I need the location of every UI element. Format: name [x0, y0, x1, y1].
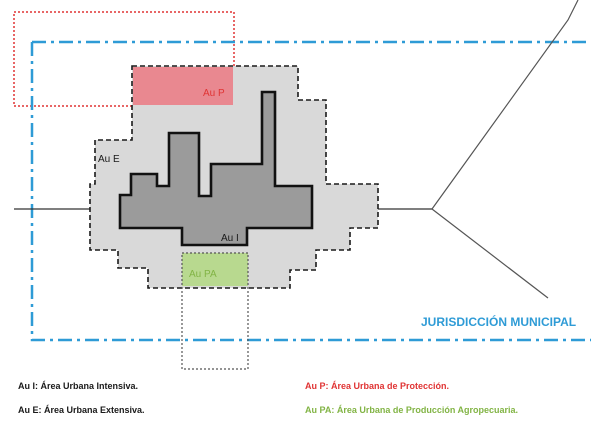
au-p-label: Au P	[203, 88, 225, 99]
road-fork-lower	[431, 208, 549, 299]
jurisdiction-boundary	[30, 40, 591, 342]
agro-production-zone-fill	[182, 253, 248, 286]
protection-zone-fill	[133, 67, 233, 105]
au-i-label: Au I	[221, 233, 239, 244]
legend-au-pa: Au PA: Área Urbana de Producción Agropec…	[305, 405, 519, 415]
intensive-urban-area	[118, 90, 314, 247]
legend-au-e: Au E: Área Urbana Extensiva.	[18, 405, 145, 415]
legend-au-i: Au I: Área Urbana Intensiva.	[18, 381, 139, 391]
jurisdiction-label: JURISDICCIÓN MUNICIPAL	[421, 314, 576, 329]
au-e-label: Au E	[98, 154, 120, 165]
agro-production-zone-outline	[181, 252, 249, 370]
au-pa-label: Au PA	[189, 269, 217, 280]
protection-zone-outline	[13, 11, 235, 107]
legend-au-p: Au P: Área Urbana de Protección.	[305, 381, 450, 391]
road-fork-upper	[431, 0, 579, 210]
